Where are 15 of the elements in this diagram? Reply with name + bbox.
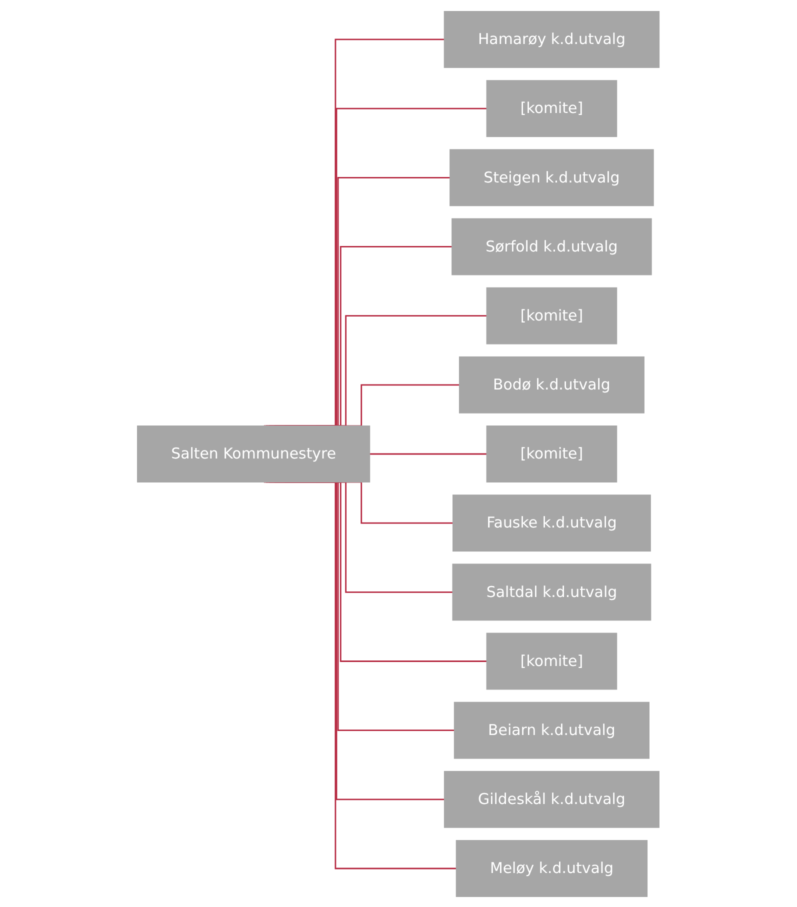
node-box: Salten Kommunestyre (137, 425, 370, 482)
node-box: [komite] (486, 286, 618, 344)
node-box: Fauske k.d.utvalg (452, 494, 652, 552)
node-box: Bodø k.d.utvalg (459, 356, 645, 413)
connector (370, 452, 487, 454)
node-box: [komite] (486, 80, 618, 137)
node-box: [komite] (486, 425, 618, 482)
node-box: Sørfold k.d.utvalg (452, 218, 652, 275)
node-box: Beiarn k.d.utvalg (454, 701, 650, 758)
node-box: Gildeskål k.d.utvalg (444, 770, 660, 828)
node-box: Saltdal k.d.utvalg (452, 563, 652, 620)
node-box: [komite] (486, 632, 618, 690)
node-box: Meløy k.d.utvalg (456, 840, 648, 896)
node-box: Steigen k.d.utvalg (450, 148, 654, 206)
node-box: Hamarøy k.d.utvalg (444, 10, 660, 68)
